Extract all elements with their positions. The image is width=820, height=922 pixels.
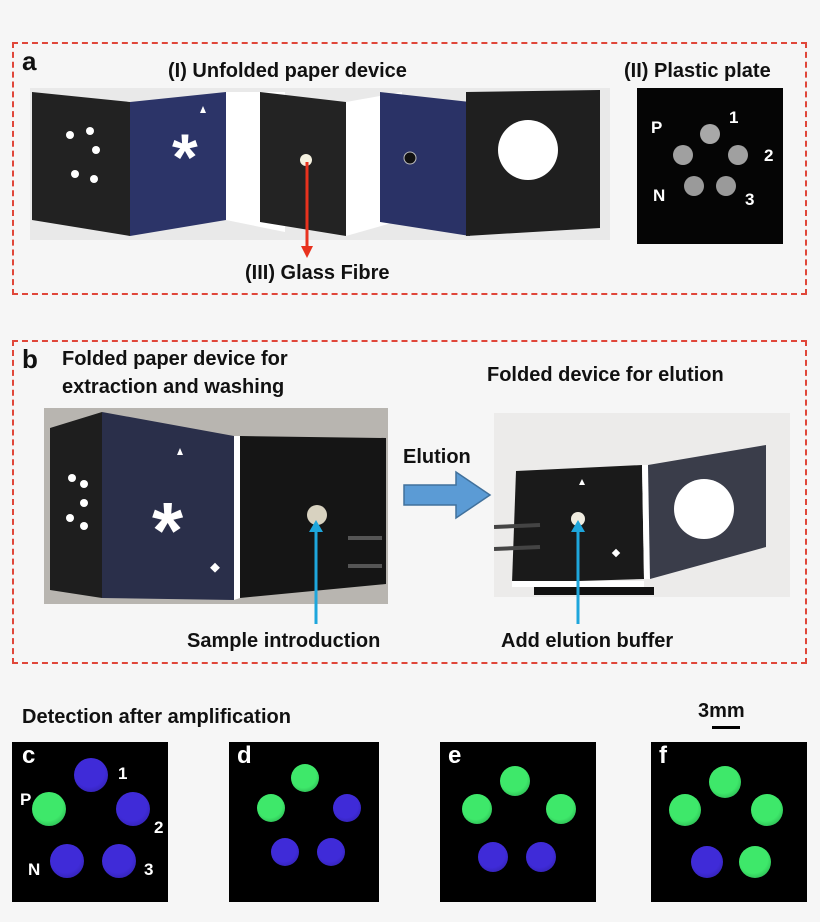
- folded-device-photo: *: [44, 408, 388, 604]
- panel-a-frame: [12, 42, 807, 295]
- spot-bottom-left: [50, 844, 84, 878]
- spot-bottom-right: [317, 838, 345, 866]
- tile-f: f: [651, 742, 807, 902]
- spot-bottom-right: [739, 846, 771, 878]
- spot-top: [74, 758, 108, 792]
- tile-c-label-n: N: [28, 860, 41, 879]
- sample-intro-arrow: [309, 520, 323, 624]
- tile-c-label-p: P: [20, 790, 32, 809]
- scale-bar: [712, 726, 740, 729]
- spot-right: [546, 794, 576, 824]
- plate-label-1: 1: [729, 108, 739, 127]
- spot-left: [32, 792, 66, 826]
- elution-device-drawing: [494, 445, 766, 595]
- plate-label-p: P: [651, 118, 663, 137]
- spot-bottom-left: [691, 846, 723, 878]
- unfolded-device-drawing: *: [32, 90, 600, 236]
- unfolded-device-title: (I) Unfolded paper device: [168, 60, 407, 82]
- plastic-plate-photo: P N 1 2 3: [637, 88, 783, 244]
- folded-device-title-line1: Folded paper device for: [62, 348, 288, 370]
- folded-device-drawing: *: [50, 412, 386, 600]
- tile-c: c 1 P 2 N 3: [12, 742, 168, 902]
- spot-left: [462, 794, 492, 824]
- spot-top: [500, 766, 530, 796]
- add-buffer-label: Add elution buffer: [501, 630, 674, 652]
- folded-device-title-line2: extraction and washing: [62, 376, 285, 398]
- tile-c-letter: c: [22, 742, 36, 769]
- plastic-plate-drawing: [673, 124, 748, 196]
- unfolded-device-photo: *: [30, 88, 610, 240]
- spot-bottom-right: [526, 842, 556, 872]
- elution-device-title: Folded device for elution: [487, 364, 724, 386]
- plastic-plate-title: (II) Plastic plate: [624, 60, 771, 82]
- spot-top: [291, 764, 319, 792]
- elution-device-photo: [494, 413, 790, 597]
- add-buffer-arrow: [571, 520, 585, 624]
- spot-right: [116, 792, 150, 826]
- spot-bottom-left: [271, 838, 299, 866]
- panel-a-letter: a: [22, 46, 37, 76]
- spot-right: [333, 794, 361, 822]
- svg-text:*: *: [152, 486, 184, 575]
- tile-c-label-3: 3: [144, 860, 154, 879]
- plate-label-3: 3: [745, 190, 755, 209]
- detection-title: Detection after amplification: [22, 706, 291, 728]
- scale-label: 3mm: [698, 700, 745, 722]
- glass-fibre-arrow: [301, 162, 313, 258]
- spot-right: [751, 794, 783, 826]
- spot-left: [257, 794, 285, 822]
- svg-text:*: *: [172, 120, 198, 194]
- tile-e: e: [440, 742, 596, 902]
- panel-b-letter: b: [22, 344, 38, 374]
- spot-top: [709, 766, 741, 798]
- spot-bottom-right: [102, 844, 136, 878]
- spot-bottom-left: [478, 842, 508, 872]
- tile-d: d: [229, 742, 379, 902]
- tile-c-label-1: 1: [118, 764, 128, 783]
- tile-d-letter: d: [237, 742, 252, 769]
- plate-label-n: N: [653, 186, 666, 205]
- tile-e-letter: e: [448, 742, 462, 769]
- elution-arrow: [403, 470, 492, 520]
- panel-b-frame: [12, 340, 807, 664]
- spot-left: [669, 794, 701, 826]
- tile-f-letter: f: [659, 742, 667, 769]
- elution-label: Elution: [403, 446, 471, 468]
- tile-c-label-2: 2: [154, 818, 164, 837]
- sample-intro-label: Sample introduction: [187, 630, 381, 652]
- plate-label-2: 2: [764, 146, 774, 165]
- glass-fibre-label: (III) Glass Fibre: [245, 262, 390, 284]
